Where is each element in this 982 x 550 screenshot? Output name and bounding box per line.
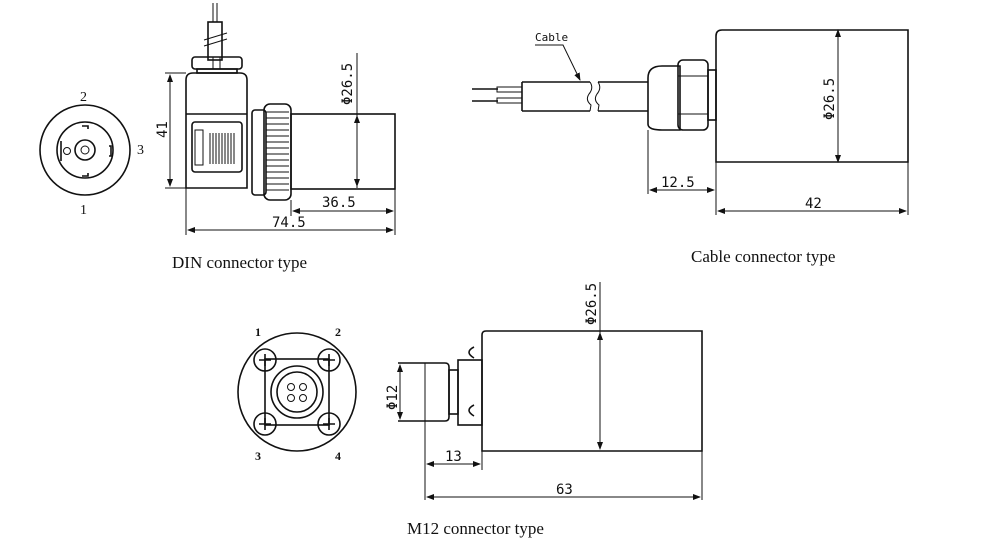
screw-icon (253, 348, 277, 372)
din-caption: DIN connector type (172, 253, 307, 272)
din-plate-ribs (194, 129, 235, 166)
m12-front-view: 1 2 3 4 (237, 325, 357, 463)
din-center-circle (74, 139, 96, 161)
m12-pin-1-label: 1 (255, 325, 261, 339)
cable-caption: Cable connector type (691, 247, 835, 266)
din-side-view (185, 3, 396, 201)
cable-label: Cable (535, 31, 568, 44)
m12-total-length-dim: 63 (556, 482, 573, 498)
cable-fitting-length-dim: 12.5 (661, 175, 695, 191)
m12-dimensions: Φ12 Φ26.5 13 63 (385, 282, 703, 500)
m12-sensor-body (481, 330, 703, 452)
m12-connector-diameter-dim: Φ12 (385, 385, 401, 410)
cable-side-view (472, 29, 909, 163)
m12-caption: M12 connector type (407, 519, 544, 538)
din-total-length-dim: 74.5 (272, 215, 306, 231)
din-gland-nut (191, 56, 243, 70)
screw-icon (317, 348, 341, 372)
cable-gland (647, 65, 681, 131)
cable-body-length-dim: 42 (805, 196, 822, 212)
cable-label-callout: Cable (535, 31, 581, 81)
din-pin-1-label: 1 (80, 203, 87, 218)
din-dimensions: 41 Φ26.5 36.5 74.5 (155, 53, 396, 235)
din-pin-2-label: 2 (80, 90, 87, 105)
din-inner-circle (56, 121, 114, 179)
din-sensor-body (290, 113, 396, 190)
cable-jacket (521, 81, 590, 112)
m12-diameter-dim: Φ26.5 (584, 283, 600, 325)
m12-connector-length-dim: 13 (445, 449, 462, 465)
din-body-length-dim: 36.5 (322, 195, 356, 211)
screw-icon (317, 412, 341, 436)
din-label-plate (191, 121, 243, 173)
m12-pin-2-label: 2 (335, 325, 341, 339)
m12-pin-4-label: 4 (335, 449, 341, 463)
din-height-dim: 41 (155, 121, 171, 138)
cable-diameter-dim: Φ26.5 (822, 78, 838, 120)
din-housing (185, 72, 248, 189)
din-diameter-dim: Φ26.5 (340, 63, 356, 105)
m12-outer-circle (237, 332, 357, 452)
m12-pin-3-label: 3 (255, 449, 261, 463)
din-pin-3-label: 3 (137, 143, 144, 158)
cable-dimensions: Φ26.5 12.5 42 (647, 29, 909, 215)
m12-connector-plug (398, 362, 450, 422)
cable-sensor-body (715, 29, 909, 163)
din-front-view: 2 3 1 (39, 90, 144, 218)
cable-wires (472, 88, 498, 102)
m12-side-view (398, 330, 703, 452)
cable-hex-nut (677, 59, 709, 131)
m12-flange-square (264, 358, 330, 426)
ground-icon (63, 147, 71, 155)
din-outer-circle (39, 104, 131, 196)
screw-icon (253, 412, 277, 436)
